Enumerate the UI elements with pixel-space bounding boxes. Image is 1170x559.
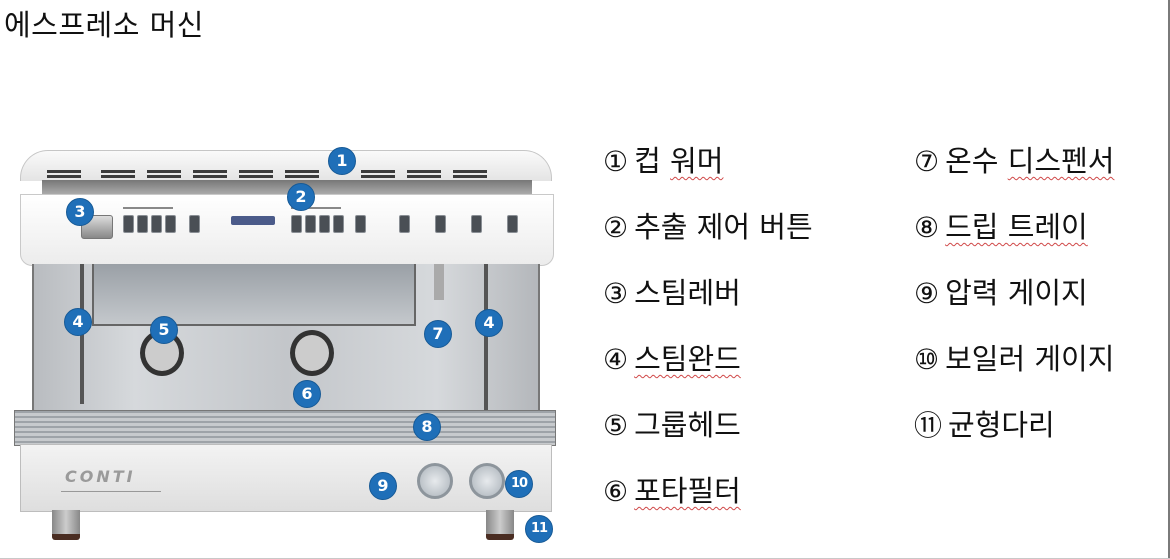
slide-right-border — [1168, 0, 1170, 559]
balance-foot-right — [486, 510, 514, 540]
callout-badge: 7 — [424, 320, 452, 348]
callout-badge: 3 — [66, 198, 94, 226]
pressure-gauge-icon — [417, 463, 453, 499]
group-head-housing — [92, 264, 416, 326]
callout-badge: 11 — [525, 515, 553, 543]
callout-badge: 5 — [150, 316, 178, 344]
display-icon — [231, 216, 275, 225]
brand-logo: CONTI — [65, 467, 136, 486]
boiler-gauge-icon — [469, 463, 505, 499]
control-panel — [20, 194, 554, 266]
callout-badge: 2 — [287, 183, 315, 211]
callout-badge: 4 — [475, 309, 503, 337]
callout-badge: 1 — [328, 147, 356, 175]
slide-title: 에스프레소 머신 — [4, 8, 204, 42]
balance-foot-left — [52, 510, 80, 540]
portafilter-right — [290, 330, 334, 376]
cup-warmer — [20, 150, 552, 181]
callout-badge: 4 — [64, 308, 92, 336]
hot-water-dispenser — [434, 264, 444, 300]
callout-badge: 6 — [293, 380, 321, 408]
callout-badge: 8 — [413, 413, 441, 441]
callout-badge: 10 — [505, 470, 533, 498]
drip-tray — [14, 410, 556, 446]
callout-badge: 9 — [369, 472, 397, 500]
steam-wand-right — [484, 264, 488, 414]
